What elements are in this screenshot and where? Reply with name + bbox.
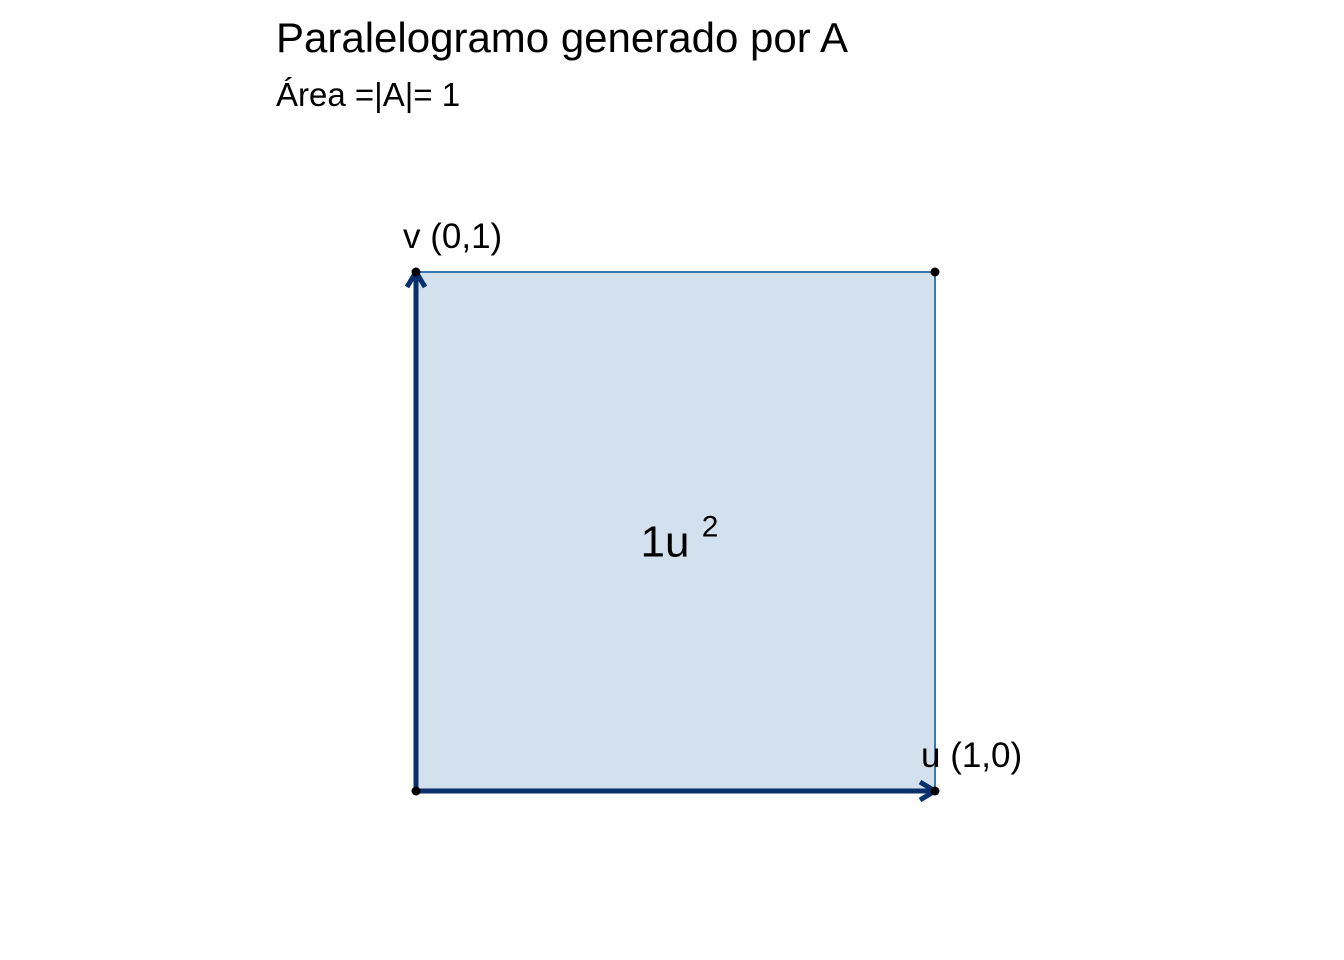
vector-u-label: u (1,0) bbox=[921, 736, 1022, 775]
vector-v-label: v (0,1) bbox=[403, 217, 502, 256]
area-value: 1u bbox=[641, 518, 690, 567]
chart-title: Paralelogramo generado por A bbox=[276, 14, 849, 61]
point-u-plus-v bbox=[930, 267, 940, 277]
chart-subtitle: Área =|A|= 1 bbox=[276, 76, 461, 113]
parallelogram-area bbox=[416, 272, 935, 791]
point-v bbox=[411, 267, 421, 277]
point-origin bbox=[411, 786, 421, 796]
area-unit-exponent: 2 bbox=[702, 511, 719, 544]
area-label: 1u 2 bbox=[641, 511, 719, 567]
point-u bbox=[930, 786, 940, 796]
